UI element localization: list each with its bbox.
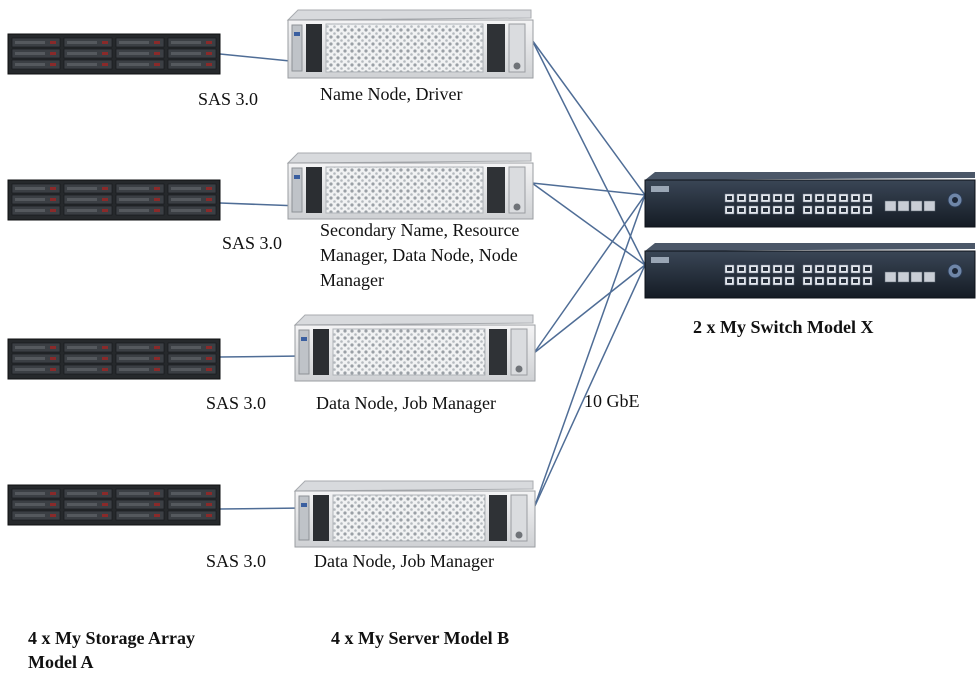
storage-caption: 4 x My Storage Array Model A bbox=[28, 628, 195, 672]
sas-link-label: SAS 3.0 bbox=[198, 89, 259, 109]
server-role-label: Data Node, Job Manager bbox=[314, 551, 494, 571]
ethernet-link-label: 10 GbE bbox=[584, 391, 640, 411]
ethernet-cable bbox=[533, 194, 646, 509]
ethernet-cable bbox=[533, 264, 646, 509]
ethernet-cable bbox=[531, 39, 646, 196]
storage-array-icon bbox=[7, 484, 221, 526]
ethernet-cable bbox=[533, 264, 646, 354]
server-icon bbox=[293, 480, 536, 548]
sas-link-label: SAS 3.0 bbox=[206, 393, 267, 413]
ethernet-cable bbox=[531, 182, 646, 266]
ethernet-cable bbox=[531, 182, 646, 196]
storage-array-icon bbox=[7, 33, 221, 75]
sas-cable bbox=[219, 507, 305, 510]
sas-cable bbox=[219, 53, 301, 63]
sas-link-label: SAS 3.0 bbox=[206, 551, 267, 571]
network-switch-icon bbox=[644, 172, 976, 228]
servers-caption: 4 x My Server Model B bbox=[331, 628, 510, 648]
server-icon bbox=[286, 9, 534, 79]
storage-array-icon bbox=[7, 179, 221, 221]
server-role-label: Name Node, Driver bbox=[320, 84, 463, 104]
server-role-label: Data Node, Job Manager bbox=[316, 393, 496, 413]
ethernet-cable bbox=[533, 194, 646, 354]
switches-caption: 2 x My Switch Model X bbox=[693, 317, 874, 337]
sas-cable bbox=[219, 355, 303, 358]
server-icon bbox=[293, 314, 536, 382]
network-switch-icon bbox=[644, 243, 976, 299]
server-role-label: Secondary Name, Resource Manager, Data N… bbox=[320, 220, 520, 290]
storage-array-icon bbox=[7, 338, 221, 380]
server-icon bbox=[286, 152, 534, 220]
sas-link-label: SAS 3.0 bbox=[222, 233, 283, 253]
sas-cable bbox=[219, 202, 301, 207]
ethernet-cable bbox=[531, 39, 646, 266]
